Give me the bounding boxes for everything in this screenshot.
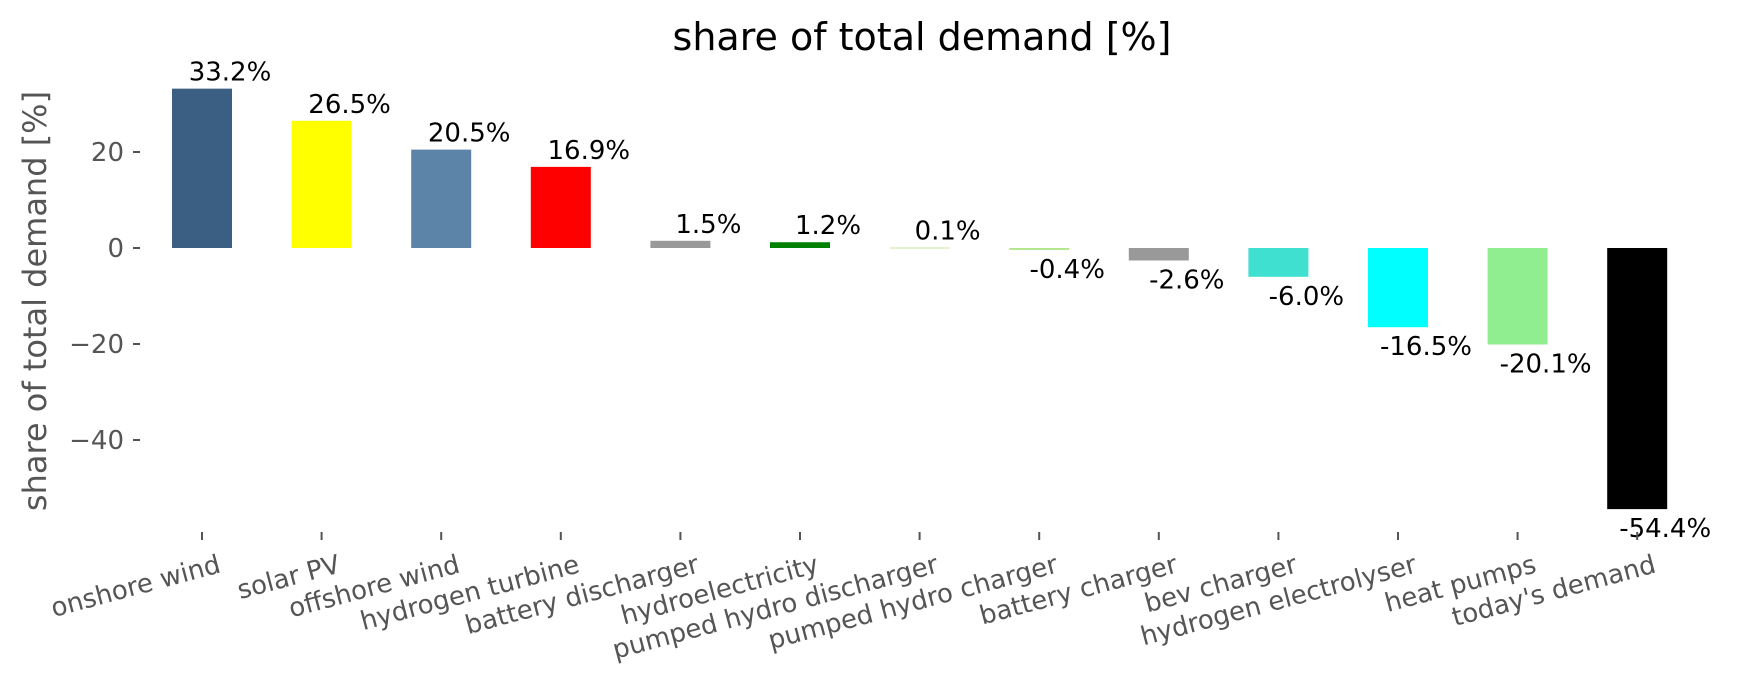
bar <box>1368 248 1428 328</box>
bar <box>1009 248 1070 250</box>
bar-value-label: 33.2% <box>189 58 272 88</box>
bar <box>172 88 232 248</box>
bar <box>1607 248 1668 510</box>
bar-value-label: -6.0% <box>1269 282 1344 312</box>
y-tick-label: 0 <box>107 234 124 264</box>
bar-value-label: 1.5% <box>675 210 741 240</box>
bar <box>770 242 830 248</box>
bar-value-label: -16.5% <box>1380 332 1472 362</box>
bar <box>1487 248 1548 345</box>
bar-value-label: 26.5% <box>308 90 391 120</box>
y-tick-label: 20 <box>91 138 124 168</box>
y-tick-label: −20 <box>69 330 124 360</box>
bar <box>650 240 711 248</box>
bars: 33.2% 26.5% 20.5% 16.9% 1.5% 1.2% 0.1% -0.4% -2.… <box>172 58 1711 544</box>
bar <box>1248 248 1309 277</box>
bar <box>1128 248 1189 261</box>
bar-value-label: -20.1% <box>1500 349 1592 379</box>
bar <box>291 120 352 248</box>
y-tick-label: −40 <box>69 426 124 456</box>
bar <box>889 247 950 249</box>
chart-title: share of total demand [%] <box>673 15 1172 59</box>
bar-value-label: 16.9% <box>547 136 630 166</box>
bar-value-label: -2.6% <box>1149 265 1224 295</box>
bar-value-label: -0.4% <box>1029 255 1104 285</box>
bar-value-label: -54.4% <box>1619 514 1711 544</box>
bar <box>411 149 472 248</box>
y-axis-label: share of total demand [%] <box>16 91 54 511</box>
y-axis-ticks: 20 0 −20 −40 <box>69 138 140 456</box>
bar-value-label: 20.5% <box>428 119 511 149</box>
x-tick-label: onshore wind <box>48 550 224 624</box>
bar <box>530 166 591 248</box>
bar-value-label: 1.2% <box>795 211 861 241</box>
bar-value-label: 0.1% <box>915 217 981 247</box>
